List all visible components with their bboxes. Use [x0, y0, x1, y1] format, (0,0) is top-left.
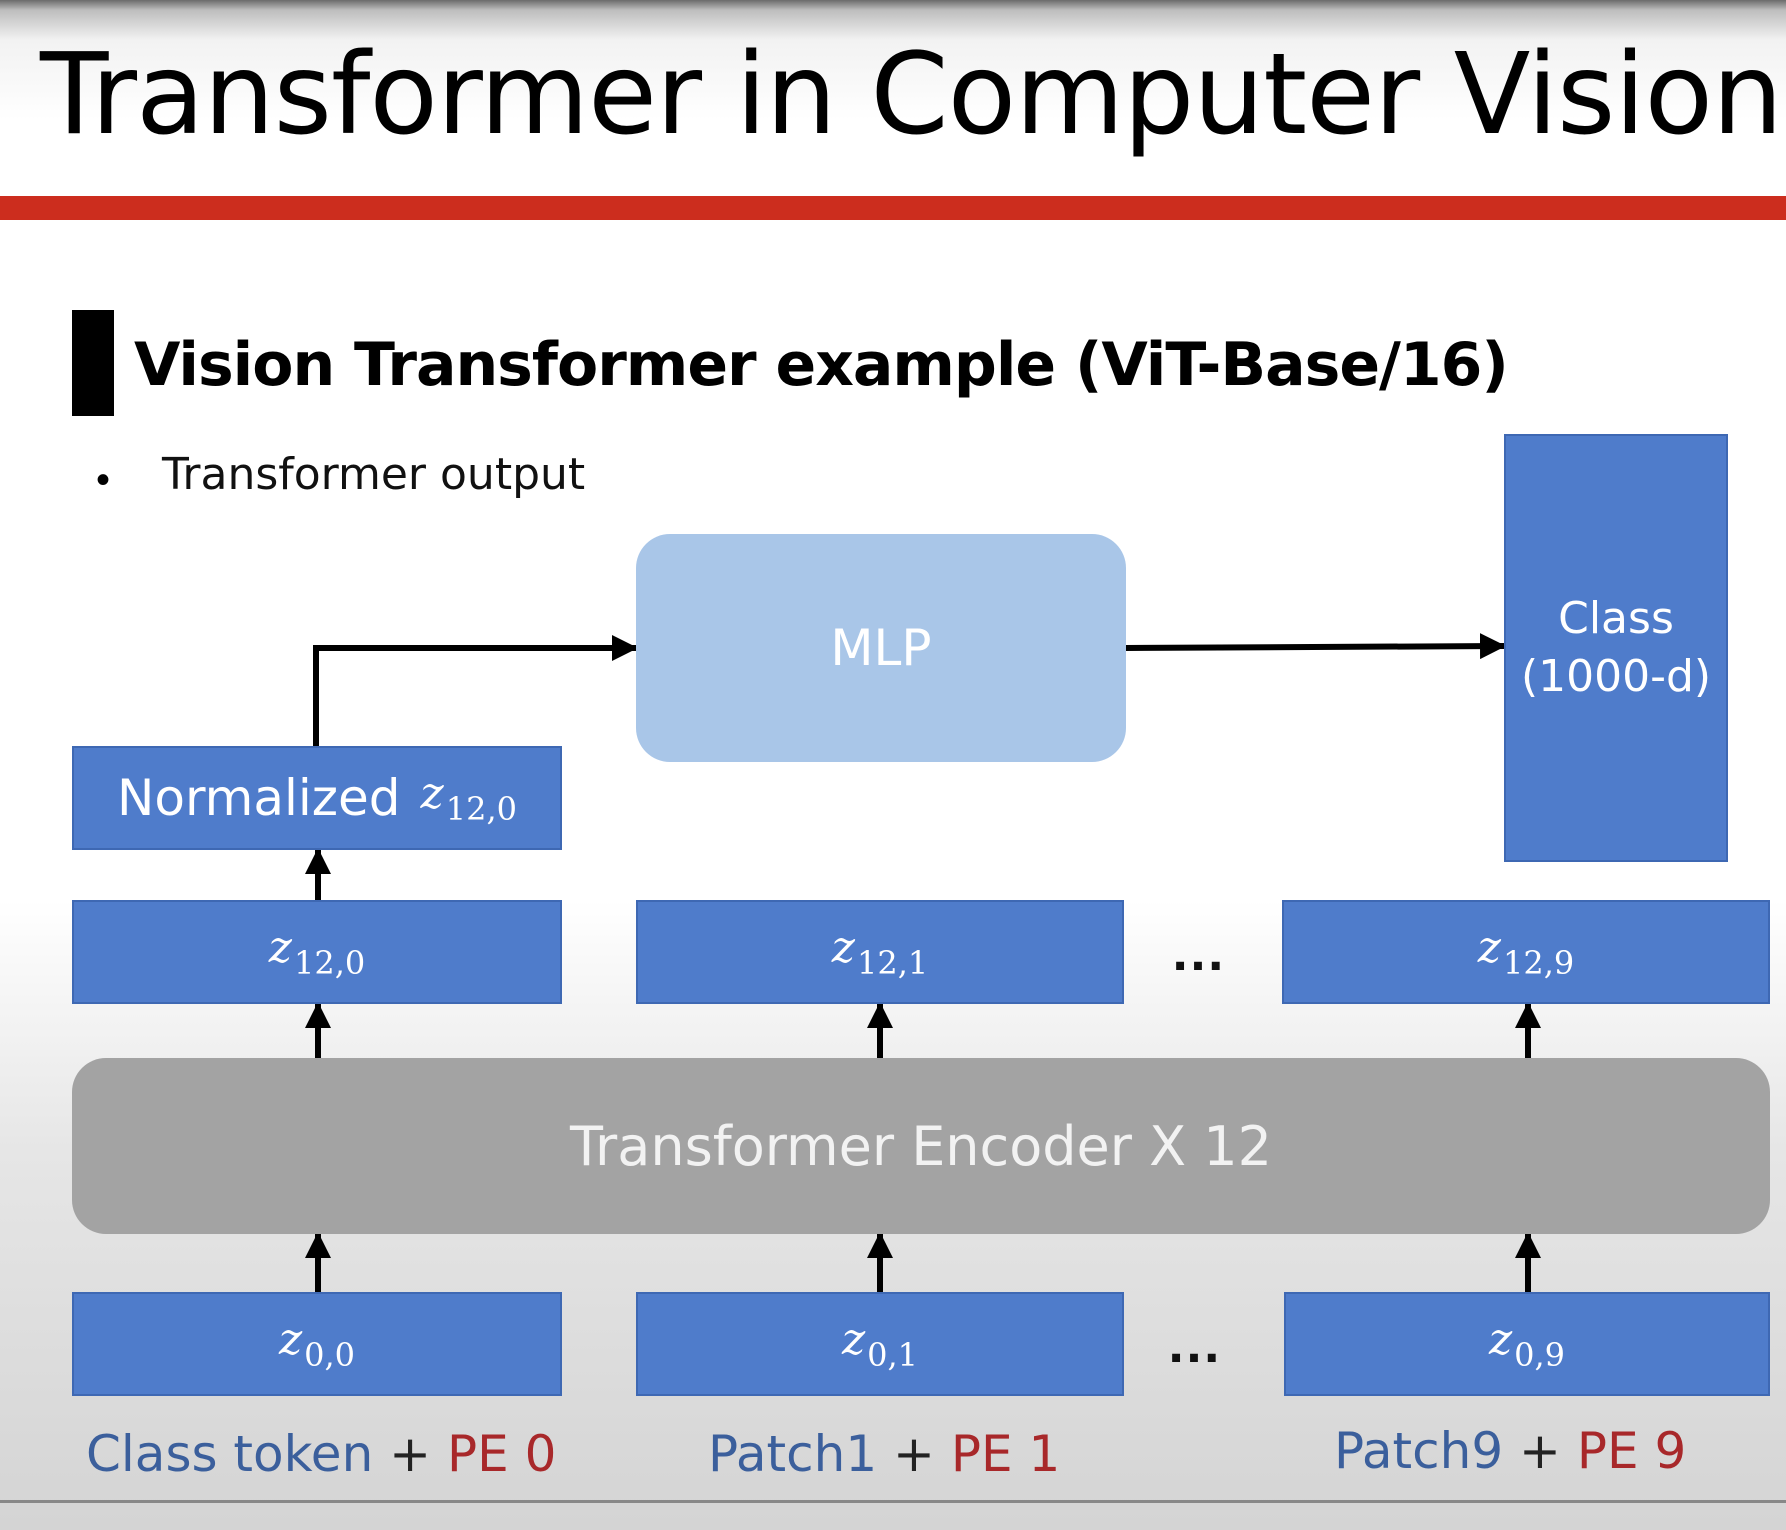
normalized-sub: 12,0	[445, 789, 517, 828]
arrow-norm-to-mlp	[313, 635, 638, 746]
label-patch1-pe1: Patch1 + PE 1	[708, 1425, 1061, 1483]
section-heading: Vision Transformer example (ViT-Base/16)	[134, 330, 1509, 400]
input-z-0-1: z0,1	[636, 1292, 1124, 1396]
output-z-12-0: z12,0	[72, 900, 562, 1004]
bottom-rule	[0, 1500, 1786, 1503]
mlp-block: MLP	[636, 534, 1126, 762]
title-underline	[0, 196, 1786, 220]
input-z-0-9: z0,9	[1284, 1292, 1770, 1396]
label-class-token-pe0: Class token + PE 0	[86, 1425, 557, 1483]
transformer-encoder-block: Transformer Encoder X 12	[72, 1058, 1770, 1234]
class-output-box: Class (1000-d)	[1504, 434, 1728, 862]
arrow-mlp-to-class	[1125, 633, 1506, 660]
output-z-12-9: z12,9	[1282, 900, 1770, 1004]
output-ellipsis: …	[1170, 919, 1228, 982]
class-dim-label: (1000-d)	[1520, 651, 1712, 702]
section-marker	[72, 310, 114, 416]
normalized-label: Normalized	[117, 769, 401, 827]
normalized-var: z12,0	[420, 768, 517, 828]
bullet-icon: •	[96, 458, 111, 502]
input-z-0-0: z0,0	[72, 1292, 562, 1396]
slide-title: Transformer in Computer Vision	[40, 30, 1783, 160]
label-patch9-pe9: Patch9 + PE 9	[1334, 1422, 1687, 1480]
title-band	[0, 0, 1786, 200]
class-label: Class	[1558, 593, 1674, 644]
output-z-12-1: z12,1	[636, 900, 1124, 1004]
input-ellipsis: …	[1166, 1311, 1224, 1374]
normalized-z-box: Normalized z12,0	[72, 746, 562, 850]
bullet-text: Transformer output	[162, 449, 586, 500]
